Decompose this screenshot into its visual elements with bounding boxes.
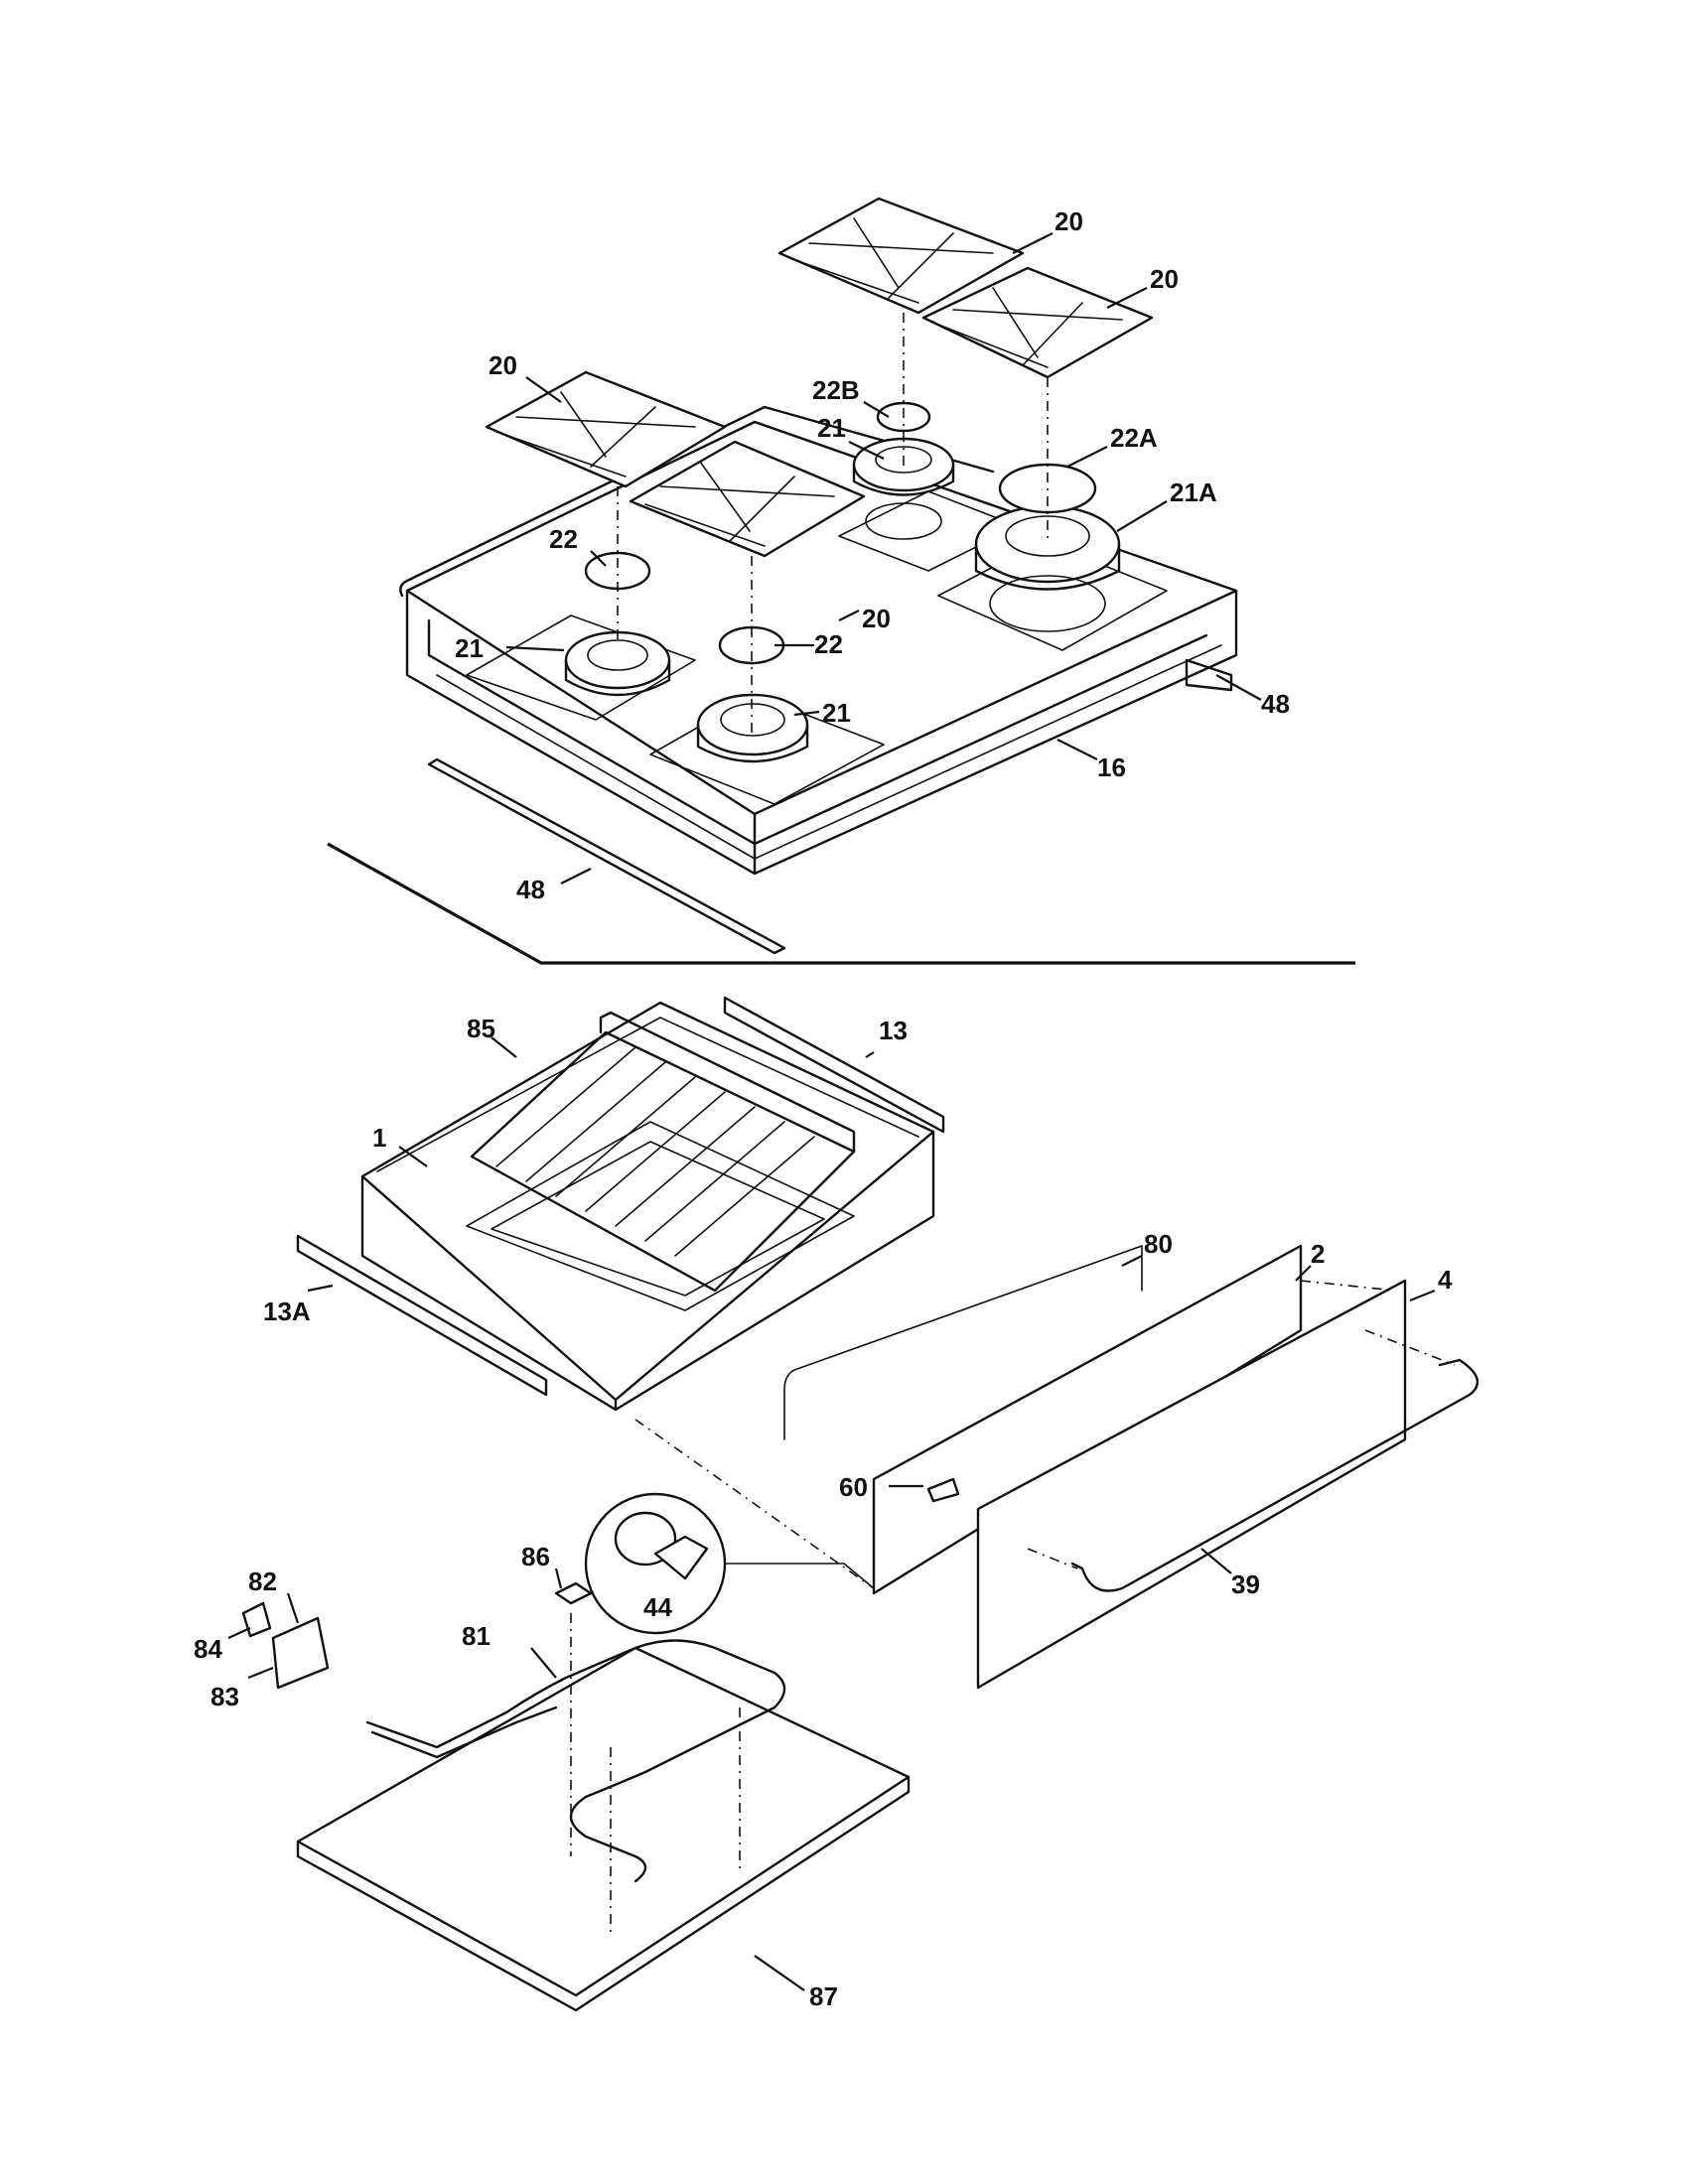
oven-rack bbox=[470, 1011, 856, 1293]
element-clip-86 bbox=[554, 1581, 593, 1605]
side-trim-left bbox=[427, 757, 786, 955]
broiler-pan bbox=[466, 1121, 855, 1311]
section-divider bbox=[327, 842, 1355, 965]
label-22-left: 22 bbox=[549, 524, 578, 554]
broiler-element bbox=[365, 1639, 786, 1883]
label-48-left: 48 bbox=[516, 875, 545, 904]
cooktop-backguard bbox=[399, 405, 1208, 846]
burner-mid-rear bbox=[852, 437, 955, 540]
label-39: 39 bbox=[1231, 1570, 1260, 1599]
label-22a: 22A bbox=[1110, 423, 1158, 453]
label-84: 84 bbox=[194, 1634, 222, 1664]
label-44: 44 bbox=[643, 1592, 672, 1622]
label-16: 16 bbox=[1097, 752, 1126, 782]
label-4: 4 bbox=[1438, 1265, 1453, 1295]
cooktop-assembly bbox=[399, 197, 1238, 955]
label-80: 80 bbox=[1144, 1229, 1173, 1259]
label-48-right: 48 bbox=[1261, 689, 1290, 719]
label-81: 81 bbox=[462, 1621, 491, 1651]
label-2: 2 bbox=[1311, 1239, 1325, 1269]
label-22-mid: 22 bbox=[814, 629, 843, 659]
label-20-rear-right: 20 bbox=[1150, 264, 1179, 294]
label-60: 60 bbox=[839, 1472, 868, 1502]
label-21-left: 21 bbox=[455, 633, 484, 663]
part-labels: 20 20 20 22B 21 22A 21A 22 20 21 22 21 4… bbox=[194, 206, 1453, 2011]
burner-mid-front bbox=[696, 693, 809, 763]
slide-rail-left bbox=[296, 1234, 548, 1397]
label-87: 87 bbox=[809, 1981, 838, 2011]
label-1: 1 bbox=[372, 1123, 386, 1153]
knob bbox=[614, 1511, 709, 1580]
broiler-floor-panel bbox=[296, 1646, 911, 2012]
grate-center bbox=[629, 440, 866, 558]
burner-right-rear-large bbox=[974, 504, 1121, 632]
label-85: 85 bbox=[467, 1014, 495, 1043]
grate-left bbox=[485, 370, 727, 488]
grate-rear-left bbox=[777, 197, 1025, 315]
label-21a: 21A bbox=[1170, 478, 1217, 507]
cooktop-front-lip bbox=[436, 644, 1222, 860]
label-20-left: 20 bbox=[489, 350, 517, 380]
door-screw bbox=[926, 1477, 960, 1503]
slide-rail-right bbox=[723, 996, 945, 1134]
label-21-mid: 21 bbox=[822, 698, 851, 728]
label-86: 86 bbox=[521, 1542, 550, 1571]
label-13a: 13A bbox=[263, 1297, 311, 1326]
grate-rear-right bbox=[921, 266, 1154, 379]
element-clip bbox=[241, 1601, 272, 1638]
label-83: 83 bbox=[211, 1682, 239, 1711]
element-bracket bbox=[271, 1616, 330, 1690]
label-21-rear: 21 bbox=[817, 413, 846, 443]
burner-pan-left-front bbox=[466, 614, 696, 721]
door-inner-panel bbox=[872, 1244, 1303, 1595]
label-82: 82 bbox=[248, 1567, 277, 1596]
broiler-drawer-body bbox=[360, 1001, 935, 1412]
door-handle bbox=[1070, 1358, 1479, 1592]
side-trim-right bbox=[1185, 658, 1233, 692]
door-outer-panel bbox=[976, 1279, 1407, 1690]
drawer-assembly bbox=[241, 996, 1479, 2012]
leader-lines bbox=[227, 232, 1436, 1991]
label-20-rear-left: 20 bbox=[1055, 206, 1083, 236]
label-20-center: 20 bbox=[862, 604, 891, 633]
label-22b: 22B bbox=[812, 375, 860, 405]
label-13: 13 bbox=[879, 1016, 908, 1045]
